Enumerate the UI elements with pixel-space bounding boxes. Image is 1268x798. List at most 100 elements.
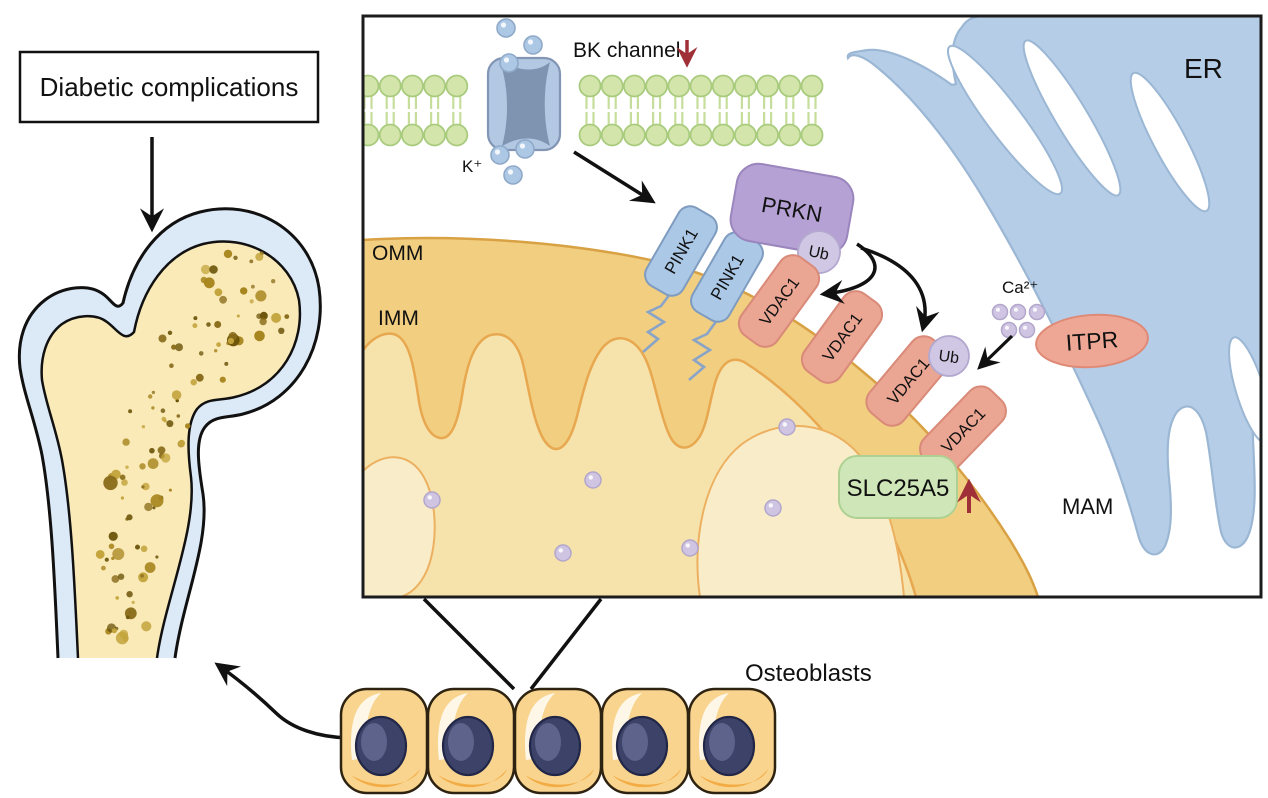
arrow-calcium-to-vdac1 [977,334,1014,370]
lipid-head [623,123,646,147]
lipid-head [423,123,447,147]
bk-channel-pore [500,62,550,146]
itpr-label: ITPR [1065,326,1119,356]
itpr-protein: ITPR [1035,313,1149,369]
er-lumen-slot [1022,39,1122,197]
lipid-head [364,74,380,98]
k-ion [499,53,519,73]
lipid-head [623,74,646,98]
lipid-head [689,123,713,147]
plasma-membrane [364,74,824,147]
lipid-head [445,123,469,147]
ubiquitin: Ub [928,335,970,377]
lipid-head [667,74,691,98]
zoom-line-right [529,597,603,691]
pink1-protein: PINK1 [690,231,764,323]
matrix-granule [764,499,782,517]
k-ion [490,145,510,165]
lipid-head [778,123,802,147]
osteoblast-cell [426,687,516,795]
mito-inner-membrane [364,332,917,596]
lipid-head [734,123,757,147]
matrix-granules [423,418,796,562]
osteoblast-row [339,687,777,795]
vdac1-shape [737,254,821,348]
lipid-head [400,123,424,147]
k-ion-label: K⁺ [462,157,482,176]
lipid-head [445,74,469,98]
lipid-head [756,123,779,147]
pink1-spring-anchor [688,315,722,381]
bone-cortex-outline [17,207,322,659]
lipid-head [423,74,447,98]
lipid-head [756,74,779,98]
lipid-head [645,74,668,98]
er-structure [846,17,1260,556]
mito-cristae-lobe [364,456,436,596]
diabetic-box-label: Diabetic complications [40,72,299,102]
omm-label: OMM [372,242,423,265]
panel-content: PINK1 PINK1 PRKN Ub VDAC1 VDAC1 VDAC1 [364,17,1260,596]
ub-label: Ub [937,348,960,368]
lipid-head [400,74,424,98]
slc25a5-shape [838,455,958,519]
arrow-channel-to-mito [573,150,656,204]
bk-channel-label: BK channel [573,39,680,62]
vdac1-protein: VDAC1 [737,254,821,348]
lipid-head [364,123,380,147]
calcium-ion [1018,321,1036,339]
calcium-ion [991,303,1009,321]
lipid-head [778,74,802,98]
lipid-head [645,123,668,147]
lipid-head [378,123,402,147]
pink1-protein: PINK1 [644,205,718,297]
bone-illustration [17,207,322,659]
matrix-granule [584,471,602,489]
bk-channel [486,56,562,152]
panel-border [361,14,1263,599]
matrix-granule [681,539,699,557]
lipid-head [378,74,402,98]
lipid-head [600,123,624,147]
pink1-spring-anchor [642,289,675,353]
bone-marrow-outline [40,240,302,659]
lipid-head [667,123,691,147]
er-label: ER [1184,53,1223,84]
calcium-ion [1000,321,1018,339]
calcium-ion [1009,303,1027,321]
matrix-granule [423,491,441,509]
diabetic-complications-box: Diabetic complications [18,50,320,124]
vdac1-shape [800,290,884,384]
zoom-line-left [422,597,516,691]
imm-label: IMM [378,307,419,330]
lipid-head [711,123,735,147]
pink1-shape [644,205,718,297]
osteoblast-cell [339,687,429,795]
calcium-label: Ca²⁺ [1002,278,1038,297]
ub-shape [928,335,970,377]
k-ion [523,35,543,55]
er-lumen-slot [1228,336,1260,444]
matrix-granule [554,544,572,562]
lipid-head [600,74,624,98]
matrix-granule [778,418,796,436]
diabetic-box-frame [18,50,320,124]
calcium-ion [1028,303,1046,321]
osteoblast-cell [687,687,777,795]
lipid-head [578,123,602,147]
slc25a5-label: SLC25A5 [847,475,950,502]
k-ion [496,18,516,38]
osteoblast-cell [600,687,690,795]
lipid-head [578,74,602,98]
er-lumen-slot [946,44,1064,196]
lipid-head [800,74,824,98]
er-lumen-slot [1129,71,1211,213]
osteoblast-cell [513,687,603,795]
osteoblasts-label: Osteoblasts [745,660,872,687]
potassium-ions [490,18,543,185]
trabecular-dots [95,249,290,645]
mam-label: MAM [1062,494,1113,519]
itpr-shape [1035,313,1149,369]
